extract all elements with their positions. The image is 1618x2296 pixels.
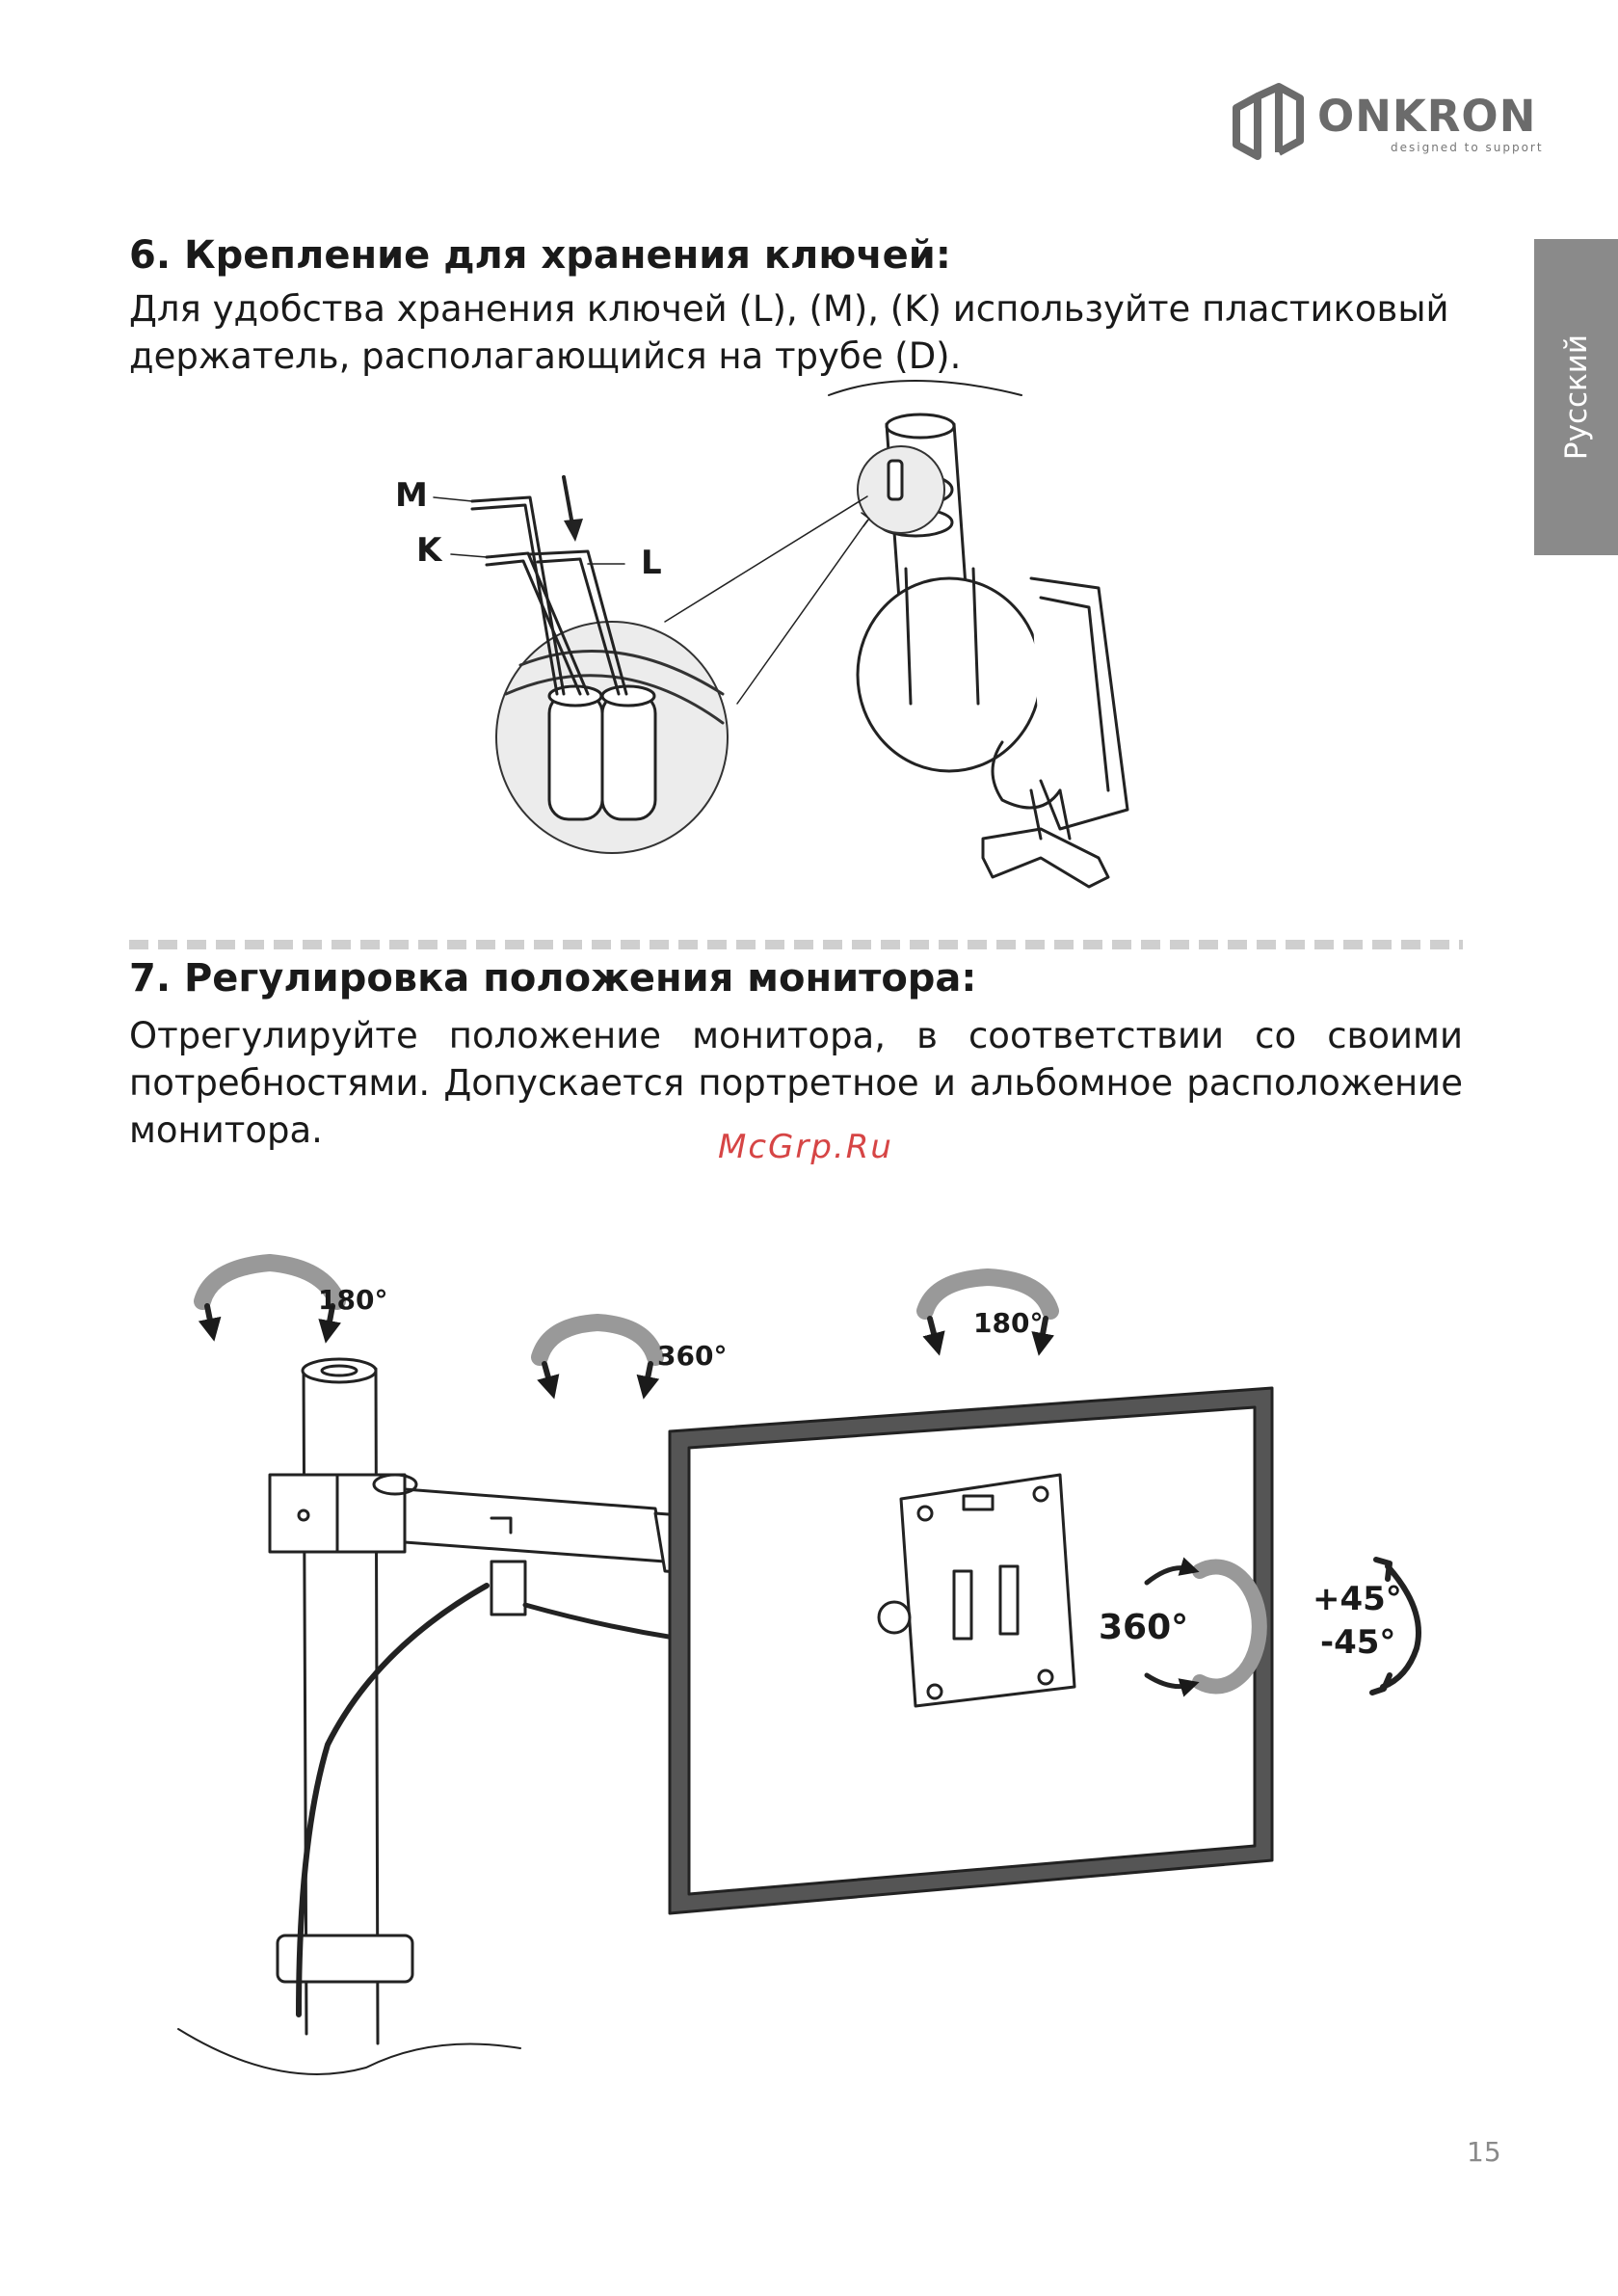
brand-name: ONKRON (1317, 91, 1537, 142)
section-7-text: Отрегулируйте положение монитора, в соот… (129, 1015, 1463, 1151)
section-7-heading: 7. Регулировка положения монитора: (129, 956, 977, 1001)
language-tab-label: Русский (1558, 334, 1594, 461)
section-divider (129, 940, 1463, 949)
page-number: 15 (1467, 2136, 1501, 2168)
key-k-label: K (416, 531, 443, 570)
key-holder-illustration: M K L (366, 376, 1233, 935)
section-6-text-line-1: Для удобства хранения ключей (L), (M), (… (129, 288, 1449, 330)
language-tab: Русский (1534, 239, 1618, 555)
watermark: McGrp.Ru (718, 1128, 893, 1166)
tilt-up-label: +45° (1313, 1580, 1402, 1618)
pole-rotation-label: 180° (318, 1284, 387, 1316)
arm-rotation-label: 360° (657, 1340, 727, 1372)
onkron-logo-icon (1233, 83, 1304, 160)
key-m-label: M (395, 476, 428, 515)
section-6-heading: 6. Крепление для хранения ключей: (129, 233, 951, 278)
monitor-arm-illustration: 180° 360° 180° 360° +45° -45° (164, 1243, 1455, 2111)
head-rotation-label: 180° (973, 1307, 1043, 1339)
key-l-label: L (641, 544, 662, 582)
screen-rotation-label: 360° (1099, 1608, 1188, 1647)
tilt-down-label: -45° (1320, 1623, 1395, 1662)
onkron-logo: ONKRON designed to support (1229, 81, 1547, 168)
section-6-text-line-2: держатель, располагающийся на трубе (D). (129, 335, 962, 377)
brand-tagline: designed to support (1391, 141, 1544, 154)
